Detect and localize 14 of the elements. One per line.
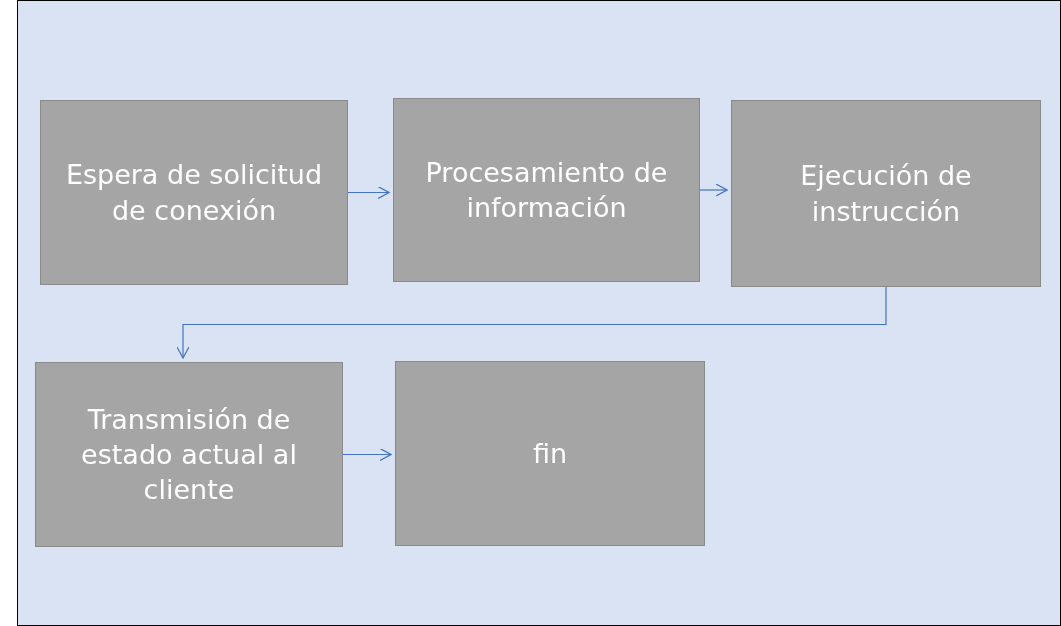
arrow bbox=[176, 286, 887, 359]
box-label: fin bbox=[531, 436, 569, 471]
box-label: Espera de solicitud de conexión bbox=[64, 158, 324, 228]
box-label: Procesamiento de información bbox=[424, 155, 669, 225]
arrow bbox=[699, 183, 728, 197]
process-box bbox=[731, 100, 1041, 287]
box-label: Transmisión de estado actual al cliente bbox=[80, 402, 298, 508]
process-box bbox=[35, 362, 343, 547]
arrow bbox=[347, 185, 390, 200]
process-box bbox=[40, 100, 348, 285]
process-box bbox=[393, 98, 700, 282]
box-label: Ejecución de instrucción bbox=[799, 159, 973, 229]
process-box bbox=[395, 361, 705, 546]
arrow bbox=[342, 447, 392, 462]
